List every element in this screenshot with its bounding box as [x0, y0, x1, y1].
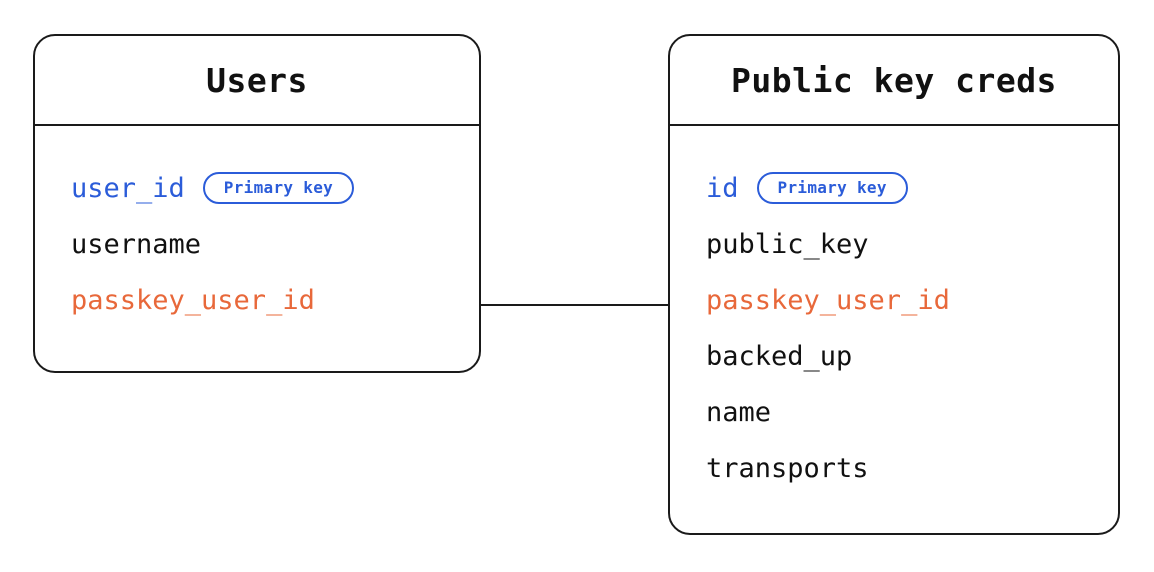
field-name: backed_up [706, 340, 853, 372]
field-row[interactable]: backed_up [706, 328, 1118, 384]
field-row[interactable]: transports [706, 440, 1118, 496]
field-row[interactable]: public_key [706, 216, 1118, 272]
primary-key-badge-label: Primary key [777, 178, 887, 197]
entity-header-public-key-creds: Public key creds [670, 36, 1118, 126]
entity-header-users: Users [35, 36, 479, 126]
field-name: passkey_user_id [71, 284, 315, 316]
entity-box-users[interactable]: Users user_id Primary key username passkey_u… [33, 34, 481, 373]
field-row[interactable]: passkey_user_id [71, 272, 479, 328]
primary-key-badge: Primary key [756, 172, 908, 204]
field-name: passkey_user_id [706, 284, 950, 316]
field-row[interactable]: username [71, 216, 479, 272]
field-row[interactable]: passkey_user_id [706, 272, 1118, 328]
primary-key-badge: Primary key [202, 172, 355, 204]
entity-field-list-users: user_id Primary key username passkey_user_i… [35, 126, 479, 371]
field-name: user_id [71, 172, 185, 204]
entity-title: Users [206, 60, 308, 100]
field-name: name [706, 396, 772, 428]
field-row[interactable]: name [706, 384, 1118, 440]
entity-title: Public key creds [731, 60, 1057, 100]
relationship-connector [481, 304, 668, 306]
primary-key-badge-label: Primary key [223, 178, 334, 197]
field-row[interactable]: id Primary key [706, 160, 1118, 216]
field-name: id [706, 172, 739, 204]
field-name: username [71, 228, 202, 260]
field-name: transports [706, 452, 869, 484]
field-row[interactable]: user_id Primary key [71, 160, 479, 216]
field-name: public_key [706, 228, 869, 260]
